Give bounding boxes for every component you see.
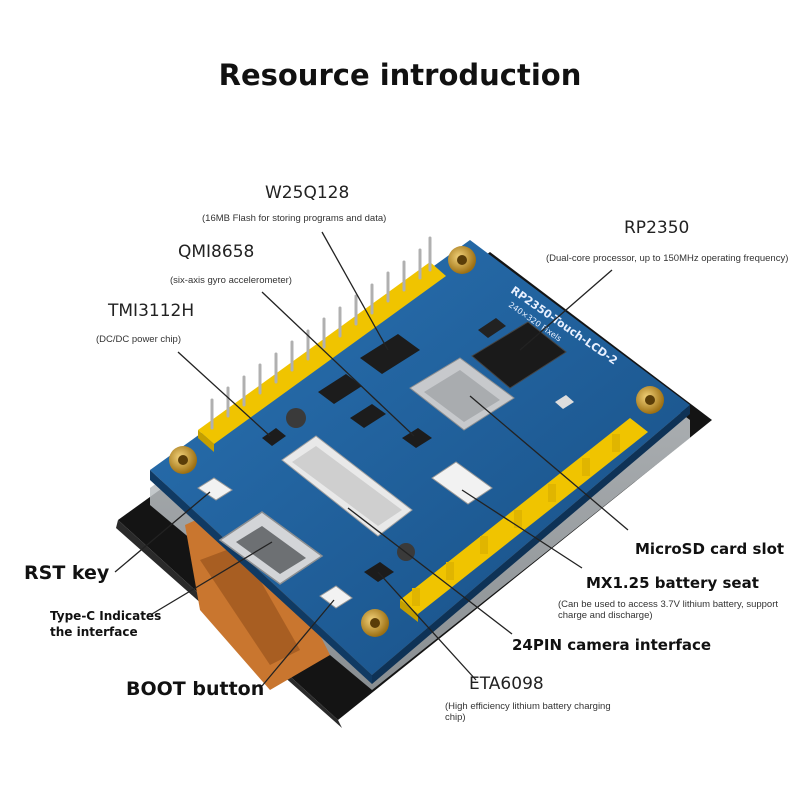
label-w25q128: W25Q128 (265, 183, 350, 203)
ic-b (350, 404, 386, 428)
callout-line-tmi3112h (177, 351, 271, 437)
label-boot: BOOT button (126, 678, 265, 700)
eta6098-chip (364, 562, 394, 582)
callout-line-boot (261, 599, 335, 687)
callout-line-rp2350 (519, 269, 613, 351)
led (555, 395, 574, 409)
label-tmi3112h-desc: (DC/DC power chip) (96, 334, 181, 345)
label-rst: RST key (24, 562, 110, 584)
callout-lines (114, 231, 629, 687)
callout-line-eta6098 (377, 571, 477, 681)
rst-button (197, 477, 233, 501)
mx125-connector (431, 461, 493, 505)
callout-line-qmi8658 (261, 291, 415, 437)
callout-line-w25q128 (321, 231, 389, 351)
label-rp2350: RP2350 (624, 218, 690, 238)
flex-cable-shade (200, 545, 300, 665)
page-title: Resource introduction (218, 58, 582, 92)
inductor (286, 408, 306, 428)
label-qmi8658-desc: (six-axis gyro accelerometer) (170, 275, 292, 286)
label-microsd: MicroSD card slot (635, 540, 785, 558)
right-pin-header (400, 418, 648, 622)
callout-line-rst (114, 491, 211, 573)
label-qmi8658: QMI8658 (178, 242, 255, 262)
ic-a (318, 374, 362, 404)
callout-line-typec (151, 541, 273, 615)
left-pin-header (198, 236, 446, 452)
label-w25q128-desc: (16MB Flash for storing programs and dat… (202, 213, 387, 224)
pcb-side-right (372, 405, 690, 684)
label-mx125-desc: (Can be used to access 3.7V lithium batt… (558, 599, 779, 621)
label-tmi3112h: TMI3112H (108, 301, 195, 321)
label-eta6098-desc: (High efficiency lithium battery chargin… (445, 701, 611, 723)
rp2350-chip (471, 321, 567, 389)
tmi3112h-chip (262, 428, 286, 446)
label-typec: Type-C Indicates the interface (50, 609, 162, 639)
label-camera: 24PIN camera interface (512, 636, 712, 654)
crystal (478, 318, 506, 338)
label-rp2350-desc: (Dual-core processor, up to 150MHz opera… (546, 253, 789, 264)
mounting-holes (169, 246, 664, 637)
qmi8658-chip (402, 428, 432, 448)
callout-line-mx125 (461, 489, 583, 569)
callout-line-camera (347, 507, 513, 635)
label-mx125: MX1.25 battery seat (586, 574, 759, 592)
w25q128-chip (360, 334, 420, 374)
pcb-side (150, 470, 372, 684)
callout-line-microsd (469, 395, 629, 531)
label-eta6098: ETA6098 (469, 674, 544, 694)
